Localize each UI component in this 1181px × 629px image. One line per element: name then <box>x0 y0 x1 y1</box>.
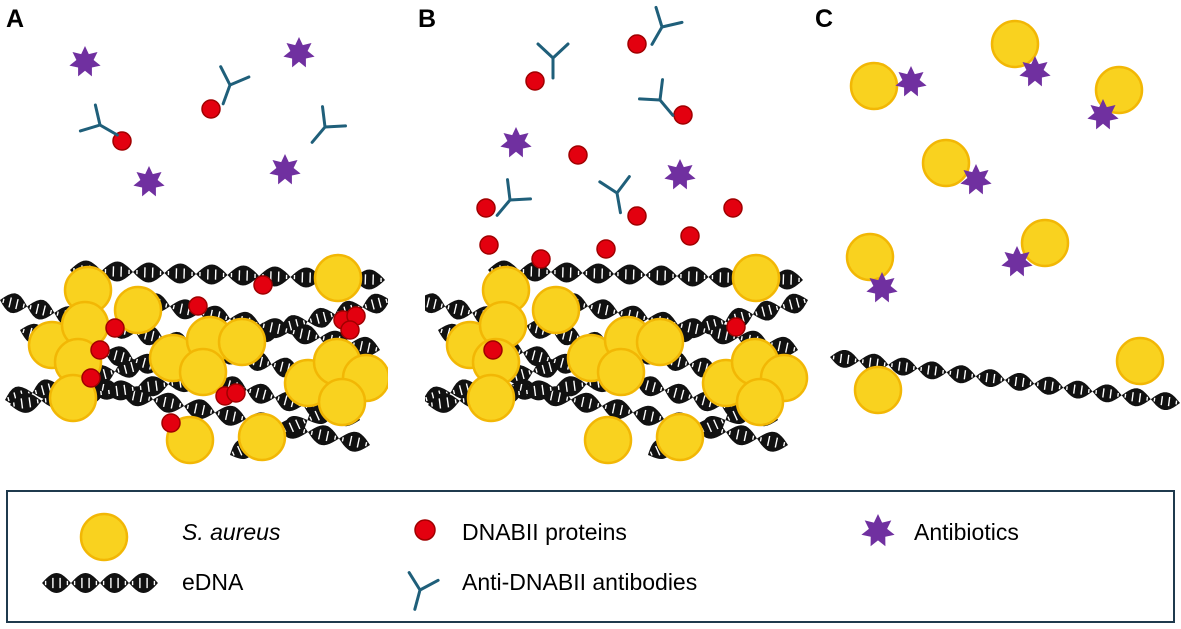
s-aureus-cell <box>313 253 363 303</box>
antibiotic-star-icon <box>895 66 927 97</box>
dnabii-protein <box>596 239 616 259</box>
s-aureus-legend-icon <box>79 512 129 562</box>
dnabii-protein <box>479 235 499 255</box>
edna-legend-icon <box>42 573 158 593</box>
s-aureus-cell <box>731 253 781 303</box>
antibiotic-star-icon <box>69 46 101 77</box>
s-aureus-cell <box>583 415 633 465</box>
antibiotic-star-icon <box>1019 56 1051 87</box>
antibiotic-star-icon <box>1001 246 1033 277</box>
s-aureus-cell <box>735 377 785 427</box>
dnabii-protein <box>627 206 647 226</box>
s-aureus-cell <box>921 138 971 188</box>
antibody-icon <box>536 42 570 80</box>
dnabii-protein <box>112 131 132 151</box>
antibiotic-star-icon <box>960 164 992 195</box>
antibody-icon <box>495 178 532 217</box>
dnabii-protein <box>90 340 110 360</box>
edna-strand <box>830 350 1180 410</box>
dnabii-protein <box>476 198 496 218</box>
antibiotic-star-icon <box>664 159 696 190</box>
s-aureus-cell <box>853 365 903 415</box>
legend-edna-label: eDNA <box>182 569 244 595</box>
panel-b-antibody-sequestration <box>425 5 809 465</box>
dnabii-protein <box>723 198 743 218</box>
legend-box <box>6 490 1175 623</box>
panel-b-label: B <box>418 5 436 33</box>
s-aureus-cell <box>1115 336 1165 386</box>
dnabii-protein <box>105 318 125 338</box>
antibody-icon <box>310 105 347 144</box>
legend-antibodies-label: Anti-DNABII antibodies <box>462 569 697 595</box>
s-aureus-cell <box>849 61 899 111</box>
legend-antibiotics-label: Antibiotics <box>914 519 1019 545</box>
s-aureus-cell <box>1020 218 1070 268</box>
s-aureus-cell <box>237 412 287 462</box>
antibody-icon <box>638 78 675 117</box>
s-aureus-cell <box>635 317 685 367</box>
antibiotic-star-icon <box>133 166 165 197</box>
panel-a-label: A <box>6 5 24 33</box>
s-aureus-cell <box>178 347 228 397</box>
panel-c-label: C <box>815 5 833 33</box>
s-aureus-cell <box>1094 65 1144 115</box>
dnabii-protein <box>161 413 181 433</box>
dnabii-protein <box>483 340 503 360</box>
s-aureus-cell <box>596 347 646 397</box>
dnabii-protein <box>525 71 545 91</box>
dnabii-protein <box>726 317 746 337</box>
antibiotic-star-icon <box>500 127 532 158</box>
antibody-icon <box>650 5 684 46</box>
s-aureus-cell <box>466 373 516 423</box>
panel-a-intact-biofilm <box>0 37 388 465</box>
legend-s-aureus-label: S. aureus <box>182 519 281 545</box>
s-aureus-cell <box>531 285 581 335</box>
s-aureus-cell <box>990 19 1040 69</box>
dnabii-protein <box>568 145 588 165</box>
dnabii-legend-icon <box>414 519 436 541</box>
dnabii-protein <box>81 368 101 388</box>
antibody-icon <box>78 103 119 137</box>
dnabii-protein <box>340 320 360 340</box>
panel-c-biofilm-collapse <box>830 19 1180 415</box>
s-aureus-cell <box>113 285 163 335</box>
dnabii-protein <box>680 226 700 246</box>
antibiotic-star-icon <box>1087 99 1119 130</box>
s-aureus-cell <box>48 373 98 423</box>
dnabii-protein <box>226 383 246 403</box>
legend-icons <box>42 512 895 611</box>
s-aureus-cell <box>217 317 267 367</box>
s-aureus-cell <box>845 232 895 282</box>
edna-strand <box>70 260 385 290</box>
s-aureus-cell <box>655 412 705 462</box>
antibiotic-legend-icon <box>861 514 895 547</box>
dnabii-protein <box>188 296 208 316</box>
dnabii-protein <box>253 275 273 295</box>
s-aureus-cell <box>317 377 367 427</box>
antibiotic-star-icon <box>269 154 301 185</box>
dnabii-protein <box>201 99 221 119</box>
dnabii-protein <box>531 249 551 269</box>
antibody-legend-icon <box>407 571 440 611</box>
legend-dnabii-label: DNABII proteins <box>462 519 627 545</box>
antibiotic-star-icon <box>866 272 898 303</box>
dnabii-protein <box>673 105 693 125</box>
antibody-icon <box>598 175 631 215</box>
antibiotic-star-icon <box>283 37 315 68</box>
dnabii-protein <box>627 34 647 54</box>
antibody-icon <box>219 65 251 106</box>
